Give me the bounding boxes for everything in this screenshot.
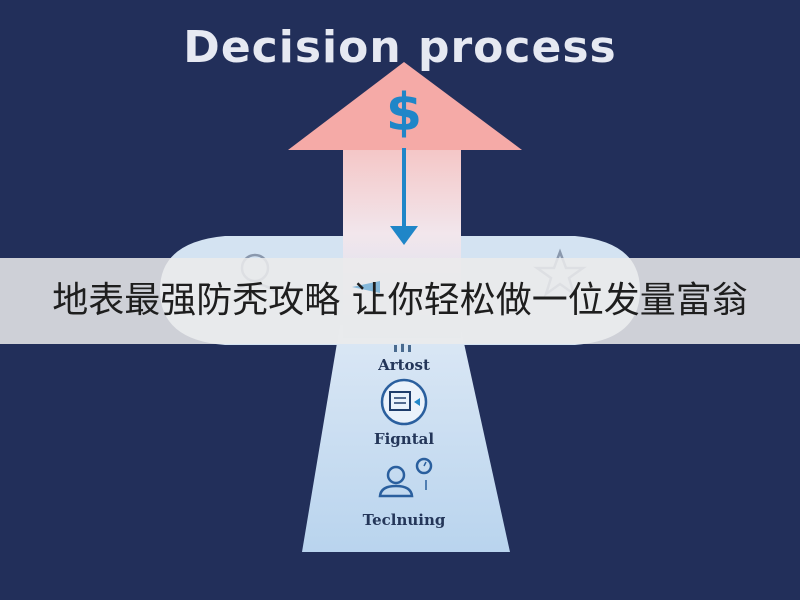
page-title: Decision process xyxy=(183,22,617,73)
arrow-pass-through xyxy=(352,281,380,293)
arrow-head xyxy=(288,62,522,150)
step-label-3: Teclnuing xyxy=(362,511,446,529)
down-arrow-icon xyxy=(390,148,418,245)
step-label-2: Figntal xyxy=(373,430,435,448)
chart-icon xyxy=(394,343,411,352)
dollar-icon: $ xyxy=(386,83,422,143)
document-icon xyxy=(380,378,428,426)
banner-text: 地表最强防秃攻略 让你轻松做一位发量富翁 xyxy=(52,280,748,321)
overlay-banner: 地表最强防秃攻略 让你轻松做一位发量富翁 xyxy=(0,258,800,344)
arrow-base xyxy=(302,325,510,552)
step-label-1: Artost xyxy=(378,356,430,374)
user-time-icon xyxy=(378,457,433,498)
